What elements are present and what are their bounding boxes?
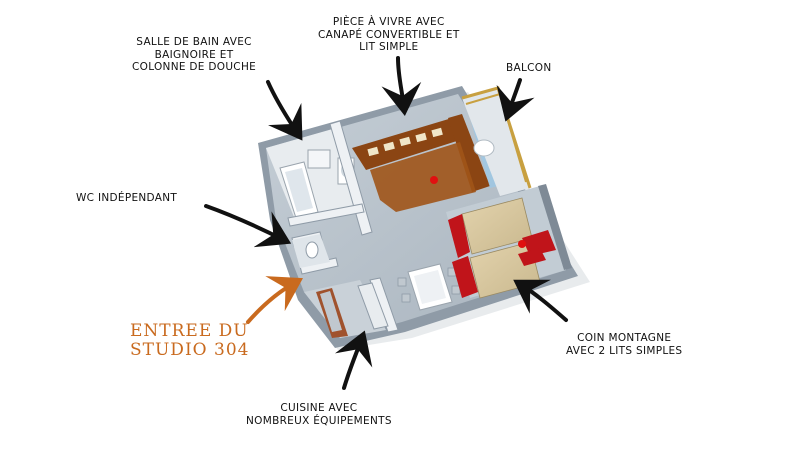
toilet-icon: [305, 241, 319, 259]
shower-icon: [307, 149, 331, 169]
label-salle-de-bain: SALLE DE BAIN AVEC BAIGNOIRE ET COLONNE …: [132, 36, 257, 73]
label-piece-a-vivre: PIÈCE À VIVRE AVEC CANAPÉ CONVERTIBLE ET…: [318, 16, 460, 53]
sofa-icon: [352, 114, 490, 212]
bedroom-wall: [538, 184, 572, 270]
interior-walls: [287, 120, 399, 333]
label-cuisine: CUISINE AVEC NOMBREUX ÉQUIPEMENTS: [246, 402, 392, 427]
kitchen-counter-icon: [316, 282, 389, 338]
curtain-icon: [448, 214, 556, 298]
marker-dot: [518, 240, 526, 248]
marker-dot: [430, 176, 438, 184]
label-wc: WC INDÉPENDANT: [76, 192, 178, 204]
label-balcon: BALCON: [506, 62, 552, 74]
arrow-icon: [204, 56, 568, 390]
label-entree: ENTREE DU STUDIO 304: [130, 321, 250, 360]
arrow-icon: [246, 276, 303, 324]
table-icon: [407, 263, 453, 311]
label-coin-montagne: COIN MONTAGNE AVEC 2 LITS SIMPLES: [566, 332, 683, 357]
